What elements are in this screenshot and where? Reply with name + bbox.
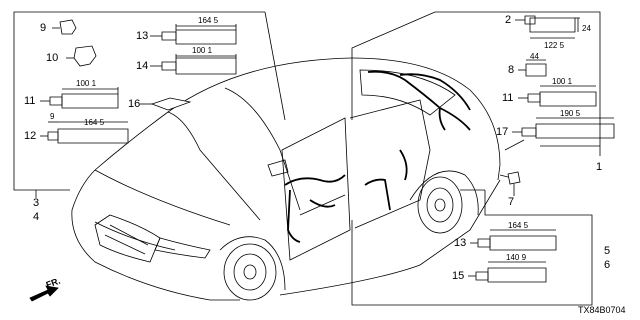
callout-11-left: 11: [24, 95, 36, 107]
callout-12: 12: [24, 130, 37, 142]
dimension-2-height: 24: [582, 24, 591, 33]
callout-5: 5: [604, 245, 611, 257]
dimension-8: 44: [530, 52, 539, 61]
clip-part-9: [52, 19, 77, 35]
callout-1: 1: [596, 161, 603, 173]
tape-part-13-top: [150, 24, 237, 45]
callout-4: 4: [33, 211, 40, 223]
car-body: [71, 57, 501, 301]
callout-17: 17: [496, 126, 509, 138]
tape-part-15: [468, 261, 547, 283]
dimension-11-right: 100 1: [552, 77, 573, 86]
dimension-15: 140 9: [506, 253, 527, 262]
bottom-right-group-bracket: [351, 189, 593, 306]
callout-7: 7: [508, 196, 515, 208]
callout-2: 2: [505, 14, 512, 26]
front-arrow-icon: [29, 285, 59, 302]
dimension-2-width: 122 5: [544, 41, 565, 50]
callout-9: 9: [40, 22, 47, 34]
callout-8: 8: [508, 64, 515, 76]
tape-part-12: [40, 121, 129, 144]
callout-15: 15: [452, 270, 465, 282]
callout-14: 14: [136, 60, 149, 72]
callout-16: 16: [128, 98, 141, 110]
tape-part-13-bottom: [470, 229, 557, 251]
clip-part-10: [66, 45, 97, 67]
dimension-12-small: 9: [50, 112, 55, 121]
dimension-17: 190 5: [560, 109, 581, 118]
dimension-14: 100 1: [192, 46, 213, 55]
tape-part-11-right: [518, 85, 597, 107]
tape-part-11-left: [40, 87, 119, 109]
dimension-11-left: 100 1: [76, 79, 97, 88]
tape-part-17: [512, 117, 615, 139]
leader-lines: [499, 139, 525, 179]
dimension-13-bottom: 164 5: [508, 221, 529, 230]
wire-harness: [284, 70, 471, 243]
callout-3: 3: [33, 197, 40, 209]
bracket-part-16: [140, 97, 192, 111]
right-group-bracket: [351, 11, 601, 156]
tape-part-8: [518, 59, 547, 77]
callout-13-bottom: 13: [454, 237, 467, 249]
tape-part-2: [515, 15, 580, 39]
callout-11-right: 11: [502, 92, 514, 104]
dimension-13-top: 164 5: [198, 16, 219, 25]
callout-10: 10: [46, 52, 59, 64]
tape-part-14: [150, 54, 237, 75]
diagram-code: TX84B0704: [578, 305, 626, 315]
callout-13-top: 13: [136, 30, 149, 42]
bolt-part-7: [507, 171, 521, 196]
callout-6: 6: [604, 259, 611, 271]
dimension-12: 164 5: [84, 118, 105, 127]
